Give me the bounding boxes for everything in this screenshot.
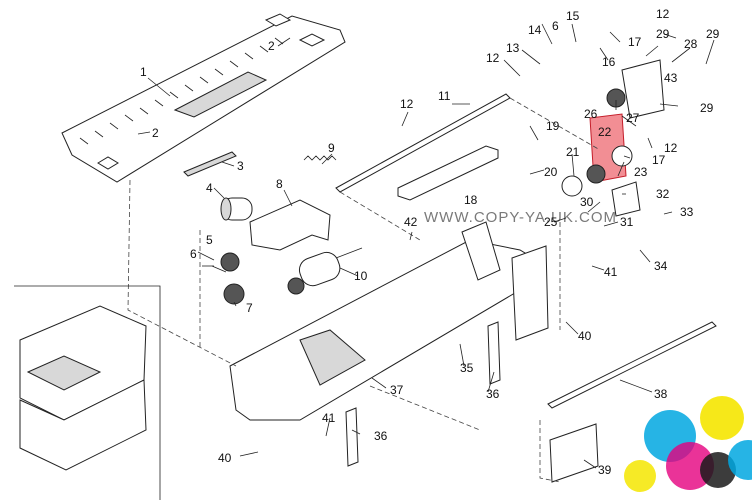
- label-32: 32: [656, 187, 670, 201]
- label-39: 39: [598, 463, 612, 477]
- label-11: 11: [438, 89, 451, 103]
- part-6-pin: [211, 265, 227, 273]
- label-40-right: 40: [578, 329, 592, 343]
- label-20: 20: [544, 165, 558, 179]
- label-27: 27: [626, 111, 640, 125]
- label-33: 33: [680, 205, 694, 219]
- part-18-guide: [397, 145, 499, 201]
- label-38: 38: [654, 387, 668, 401]
- label-14: 14: [528, 23, 542, 37]
- label-3: 3: [237, 159, 244, 173]
- label-12-c: 12: [656, 7, 670, 21]
- part-3-rod: [183, 151, 237, 177]
- label-9: 9: [328, 141, 335, 155]
- label-36-right: 36: [486, 387, 500, 401]
- label-17-top: 17: [628, 35, 642, 49]
- part-5-gear: [220, 252, 240, 272]
- leader-lines: [137, 23, 715, 469]
- label-5: 5: [206, 233, 213, 247]
- label-30: 30: [580, 195, 594, 209]
- label-12-a: 12: [400, 97, 414, 111]
- label-4: 4: [206, 181, 213, 195]
- assembly-dashed-lines: [127, 97, 601, 483]
- label-41-left: 41: [322, 411, 336, 425]
- part-8-bracket: [249, 199, 331, 251]
- part-28-plate: [621, 59, 665, 119]
- label-29-top-right: 29: [706, 27, 720, 41]
- label-16: 16: [602, 55, 616, 69]
- part-32-solenoid: [611, 181, 641, 217]
- part-21-roller: [561, 175, 583, 197]
- inset-copier-sketch: [14, 285, 161, 500]
- label-18: 18: [464, 193, 478, 207]
- label-2-left: 2: [152, 126, 159, 140]
- label-25: 25: [544, 215, 558, 229]
- label-13: 13: [506, 41, 520, 55]
- label-22: 22: [598, 125, 612, 139]
- label-6-left: 6: [190, 247, 197, 261]
- label-37: 37: [390, 383, 404, 397]
- label-17-mid: 17: [652, 153, 666, 167]
- label-41-right: 41: [604, 265, 618, 279]
- part-37-main-frame: [229, 221, 549, 421]
- label-19: 19: [546, 119, 560, 133]
- label-29-top-left: 29: [656, 27, 670, 41]
- part-7-gear: [223, 283, 245, 305]
- part-36-post-right: [487, 321, 501, 385]
- part-9-spring: [303, 155, 337, 161]
- label-6-top: 6: [552, 19, 559, 33]
- part-1-top-cover: [61, 13, 346, 183]
- label-8: 8: [276, 177, 283, 191]
- label-36-left: 36: [374, 429, 388, 443]
- label-12-b: 12: [486, 51, 500, 65]
- label-1: 1: [140, 65, 147, 79]
- part-number-labels: 1 2 2 3 4 5 6 6 7 8 9 10 11 12 12 12 12 …: [140, 7, 720, 477]
- watermark-text: WWW.COPY-YA.UK.COM: [424, 209, 617, 226]
- label-21: 21: [566, 145, 580, 159]
- label-7: 7: [246, 301, 253, 315]
- brand-color-logo: [624, 396, 752, 492]
- part-10-roller-assembly: [287, 247, 363, 295]
- label-12-d: 12: [664, 141, 678, 155]
- label-31: 31: [620, 215, 634, 229]
- label-29-mid: 29: [700, 101, 714, 115]
- label-15: 15: [566, 9, 580, 23]
- part-39-bracket: [549, 423, 599, 483]
- label-26: 26: [584, 107, 598, 121]
- label-43: 43: [664, 71, 678, 85]
- part-4-roller: [220, 197, 253, 221]
- label-28: 28: [684, 37, 698, 51]
- label-34: 34: [654, 259, 668, 273]
- label-2-top: 2: [268, 39, 275, 53]
- part-38-rod: [547, 321, 717, 409]
- label-42: 42: [404, 215, 418, 229]
- label-23: 23: [634, 165, 648, 179]
- label-10: 10: [354, 269, 368, 283]
- label-35: 35: [460, 361, 474, 375]
- part-23-roller: [611, 145, 633, 167]
- label-40-left: 40: [218, 451, 232, 465]
- part-36-post-left: [345, 407, 359, 467]
